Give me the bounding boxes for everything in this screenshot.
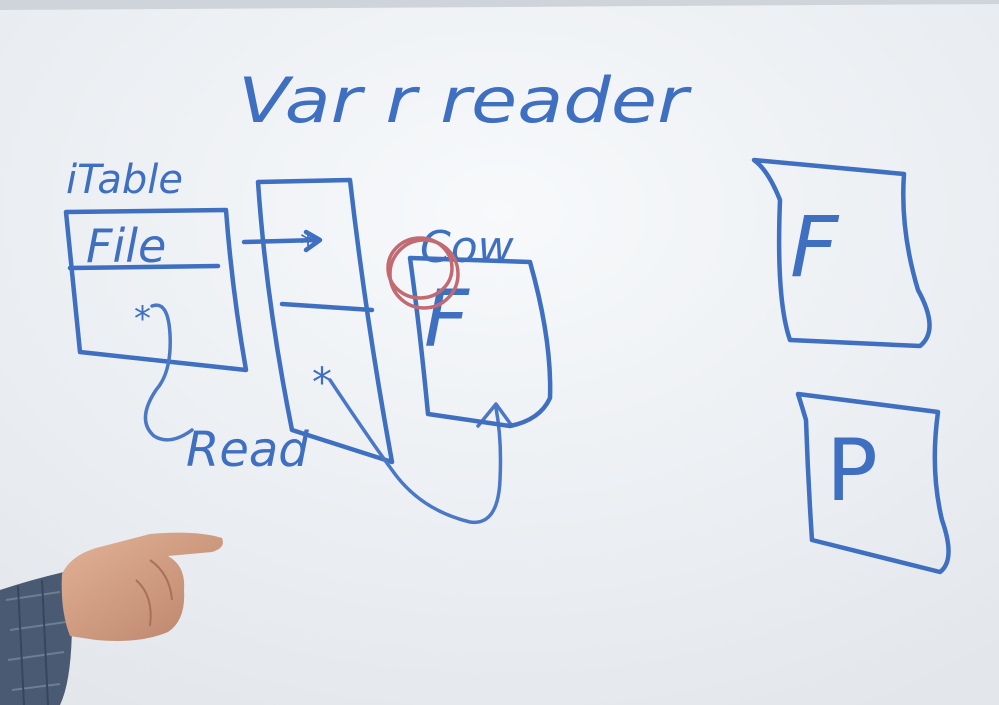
itable-star: * [134,299,151,339]
red-circle-1 [386,236,454,300]
board-top-edge [0,0,999,10]
f-box-label: F [790,198,840,296]
p-box [795,391,951,575]
read-label: Read [186,422,309,478]
f-box [751,157,932,349]
middle-star-bottom: * [312,360,332,406]
shirt-plaid-vertical [17,579,49,705]
file-label: File [86,219,166,273]
shirt-sleeve [0,572,72,705]
title-text: Var r reader [238,64,692,137]
middle-table [255,177,395,465]
shirt-plaid [5,591,67,691]
middle-table-divider [279,301,375,313]
p-box-label: P [826,421,878,521]
itable-box [63,207,249,373]
cow-label: Cow [420,222,515,273]
hand-knuckle-lines [135,559,173,627]
cow-box [407,255,553,429]
itable-label: iTable [66,157,183,203]
file-to-table-arrowhead [303,229,323,253]
star-to-f-arrowhead [476,402,514,428]
star-to-f-curve [328,378,503,525]
cow-f-label: F [424,275,470,365]
file-to-table-arrow [241,237,321,245]
itable-divider [67,263,221,271]
red-circle-2 [388,238,460,310]
read-curve [143,303,194,442]
